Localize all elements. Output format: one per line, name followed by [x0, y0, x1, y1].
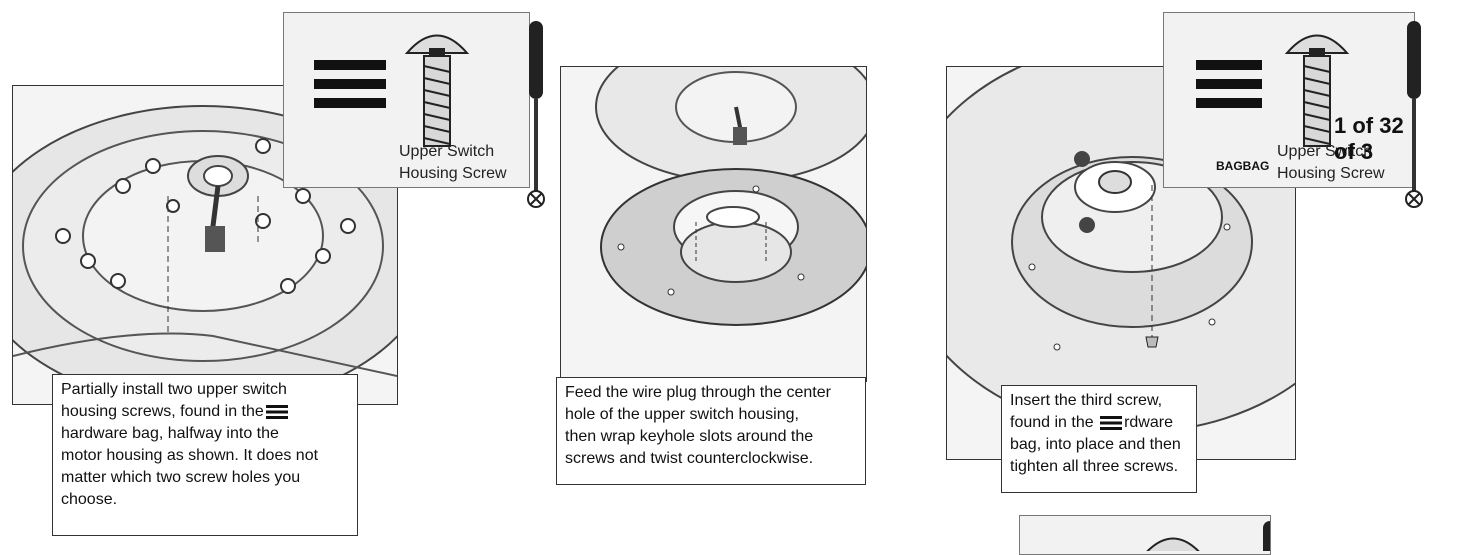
caption-line: then wrap keyhole slots around the [565, 428, 814, 445]
screw-icon [1284, 34, 1350, 147]
next-step-callout-partial [1019, 515, 1271, 555]
callout-label-line2: Housing Screw [1277, 165, 1385, 182]
caption-line: hole of the upper switch housing, [565, 406, 799, 423]
step1-screw-callout: Upper Switch Housing Screw [283, 12, 545, 208]
step3-caption: Insert the third screw, found in the rdw… [1001, 385, 1197, 493]
caption-line: tighten all three screws. [1010, 458, 1179, 475]
caption-line: matter which two screw holes you [61, 469, 301, 486]
step2-illustration [560, 66, 867, 382]
caption-line: screws and twist counterclockwise. [565, 450, 814, 467]
callout-label-line1: Upper Switch [1277, 143, 1373, 160]
screwdriver-icon [1263, 521, 1270, 551]
step2-caption: Feed the wire plug through the center ho… [556, 377, 866, 485]
caption-line: housing screws, found in the [61, 401, 349, 423]
bag-icon [314, 60, 386, 108]
caption-text: rdware [1124, 414, 1173, 431]
caption-text: found in the [1010, 414, 1094, 431]
switch-housing-drawing [561, 67, 866, 381]
bag-icon [1196, 60, 1262, 108]
caption-line: Insert the third screw, [1010, 392, 1163, 409]
screw-icon [1146, 537, 1200, 551]
callout-label-line2: Housing Screw [399, 165, 507, 182]
motor-housing-drawing [13, 86, 397, 404]
page-indicator: 1 of 32 of 3 [1334, 113, 1404, 164]
caption-line: bag, into place and then [1010, 436, 1181, 453]
caption-line: Partially install two upper switch [61, 381, 287, 398]
screwdriver-icon [1405, 21, 1423, 208]
bag-icon [1100, 415, 1123, 430]
caption-line: hardware bag, halfway into the [61, 425, 279, 442]
step3-screw-callout: BAGBAG Upper Switch Housing Screw 1 of 3… [1163, 12, 1423, 208]
bag-text: BAGBAG [1216, 159, 1270, 173]
screw-icon [404, 34, 470, 147]
caption-line: choose. [61, 491, 118, 508]
caption-line: motor housing as shown. It does not [61, 447, 319, 464]
step1-caption: Partially install two upper switch housi… [52, 374, 358, 536]
step1-illustration [12, 85, 398, 405]
caption-line: Feed the wire plug through the center [565, 384, 831, 401]
caption-text: housing screws, found in the [61, 403, 264, 420]
screwdriver-icon [527, 21, 545, 208]
bag-icon [265, 404, 288, 419]
caption-line: found in the rdware [1010, 412, 1188, 434]
callout-label-line1: Upper Switch [399, 143, 495, 160]
